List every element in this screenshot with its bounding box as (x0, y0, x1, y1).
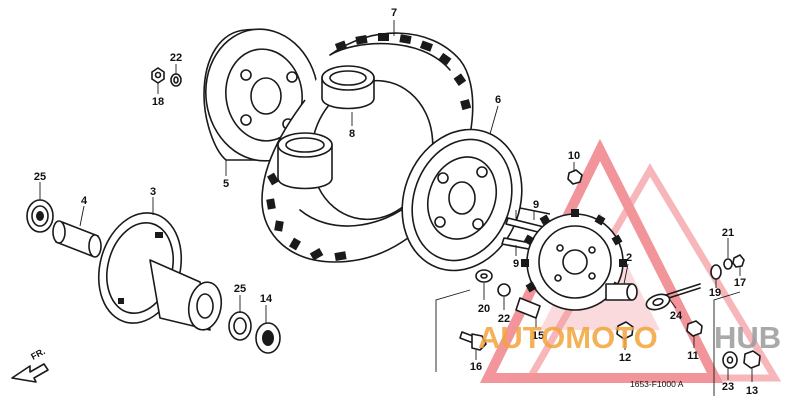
nut-12 (616, 321, 634, 340)
callout-21: 21 (722, 227, 734, 239)
callout-15: 15 (532, 330, 544, 342)
callout-10: 10 (568, 150, 580, 162)
washers-20-22 (475, 269, 511, 297)
callout-8: 8 (349, 128, 355, 140)
callout-19: 19 (709, 287, 721, 299)
callout-14: 14 (260, 293, 273, 305)
callout-23: 23 (722, 381, 734, 393)
front-direction-arrow (11, 363, 49, 383)
callout-17: 17 (734, 277, 746, 289)
callout-2: 2 (626, 252, 632, 264)
callout-16: 16 (470, 361, 482, 373)
oil-seal (255, 322, 281, 354)
bearing-left (26, 199, 54, 233)
callout-25-left: 25 (34, 171, 46, 183)
callout-4: 4 (81, 195, 88, 207)
callout-12: 12 (619, 352, 631, 364)
callout-9-a: 9 (533, 199, 539, 211)
callout-labels: 22 18 7 8 5 6 25 4 3 10 9 9 25 14 20 22 … (34, 7, 758, 397)
callout-24: 24 (670, 310, 683, 322)
nut-13 (743, 350, 761, 369)
callout-3: 3 (150, 186, 156, 198)
wheel-hub (97, 212, 223, 331)
bracket-lines (435, 289, 741, 396)
watermark-wordmark: AUTOMOTO HUB (478, 320, 781, 355)
callout-11: 11 (687, 350, 699, 362)
bearing-center (228, 311, 252, 341)
drawing-number: 1653-F1000 A (630, 379, 684, 389)
callout-6: 6 (495, 94, 501, 106)
nut-17 (732, 254, 745, 268)
washer-23 (722, 351, 738, 369)
nut-11 (686, 320, 703, 337)
collar-2 (605, 283, 638, 301)
wheel-half-right (401, 128, 523, 272)
watermark-word-a: AUTOMOTO (478, 320, 658, 355)
watermark-word-b: HUB (714, 320, 781, 355)
bolt-10 (567, 169, 583, 185)
nut-21 (723, 258, 733, 270)
callout-7: 7 (391, 7, 397, 19)
callout-22-right: 22 (498, 313, 510, 325)
front-direction-label: FR. (29, 346, 46, 362)
inner-tube (277, 65, 375, 190)
callout-20: 20 (478, 303, 490, 315)
leader-lines (39, 20, 753, 382)
callout-22-top: 22 (170, 52, 182, 64)
nut-top-left (151, 67, 182, 87)
hub-spacer (52, 220, 102, 258)
callout-18: 18 (152, 96, 164, 108)
adjuster-24 (645, 283, 701, 311)
callout-25-center: 25 (234, 283, 246, 295)
bolt-16 (459, 331, 487, 351)
callout-9-b: 9 (513, 258, 519, 270)
washer-19 (710, 264, 722, 280)
callout-13: 13 (746, 385, 758, 397)
callout-5: 5 (223, 178, 229, 190)
